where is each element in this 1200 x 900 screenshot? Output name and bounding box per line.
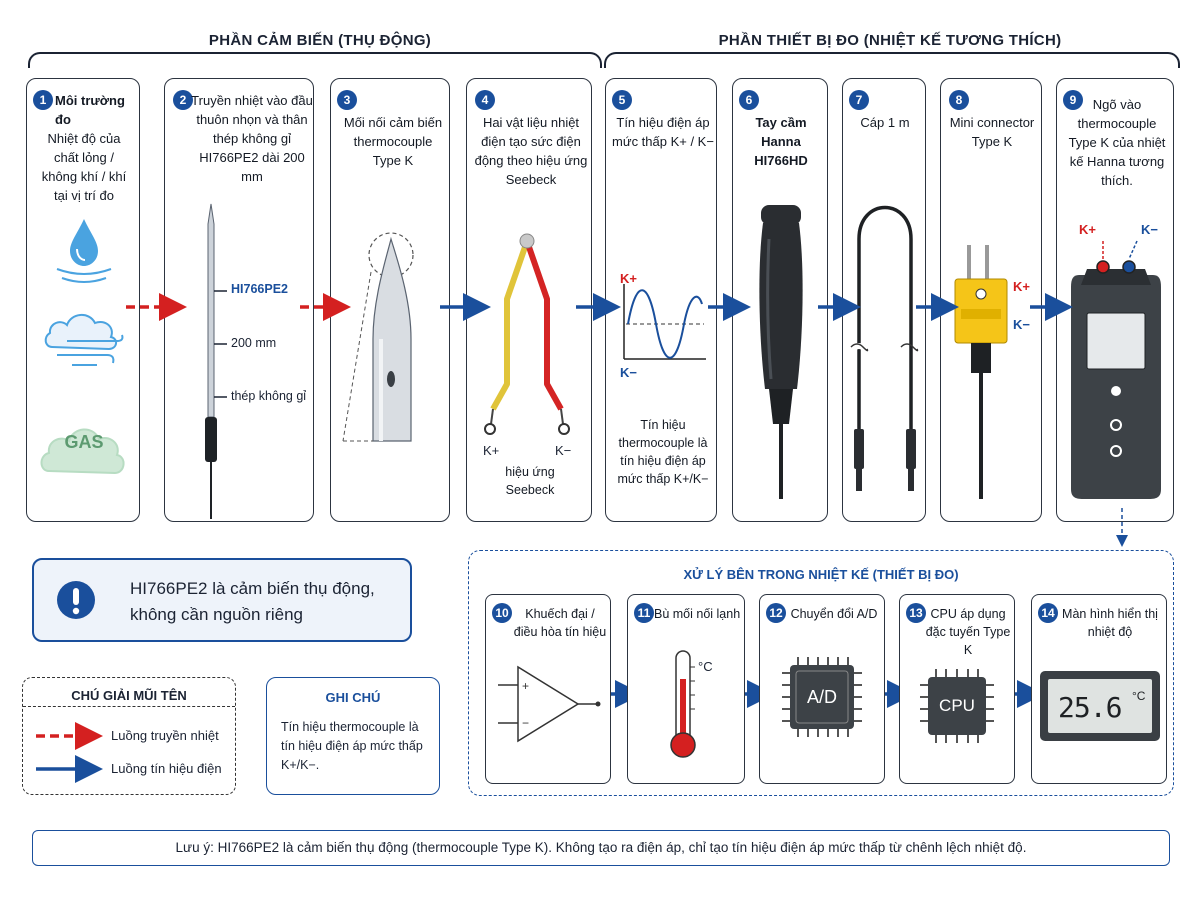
cloud-wind-icon — [44, 314, 124, 366]
water-drop-icon — [56, 219, 112, 283]
k-plus-label: K+ — [1013, 279, 1030, 294]
legend-title: CHÚ GIẢI MŨI TÊN — [71, 688, 187, 703]
passive-note-text: HI766PE2 là cảm biến thụ động, không cần… — [130, 579, 375, 624]
cable-icon — [848, 205, 919, 491]
step-title: Truyền nhiệt vào đầu thuôn nhọn và thân … — [191, 93, 313, 184]
celsius-unit: °C — [1132, 689, 1146, 703]
step-title: Cáp 1 m — [860, 115, 910, 130]
step-title: Tín hiệu điện áp mức thấp K+ / K− — [612, 115, 714, 149]
probe-icon — [205, 203, 227, 519]
step-badge: 7 — [849, 90, 869, 110]
step-badge: 13 — [906, 603, 926, 623]
step-title: Chuyển đổi A/D — [790, 607, 878, 621]
step-1-card: 1 Môi trường đo Nhiệt độ của chất lỏng /… — [26, 78, 140, 522]
mini-connector-icon — [954, 245, 1008, 499]
ghi-chu-text: Tín hiệu thermocouple là tín hiệu điện á… — [281, 720, 423, 772]
sensor-section-brace — [28, 52, 602, 68]
step-badge: 1 — [33, 90, 53, 110]
step-badge: 2 — [173, 90, 193, 110]
footer-note: Lưu ý: HI766PE2 là cảm biến thụ động (th… — [32, 830, 1170, 866]
svg-text:−: − — [522, 716, 529, 730]
step-description: Nhiệt độ của chất lỏng / không khí / khí… — [41, 131, 127, 203]
legend-signal-label: Luồng tín hiệu điện — [111, 761, 222, 776]
processing-section: XỬ LÝ BÊN TRONG NHIỆT KẾ (THIẾT BỊ ĐO) — [468, 550, 1174, 796]
ad-chip-icon — [782, 657, 862, 737]
step-title: Mini connector Type K — [949, 115, 1035, 149]
k-minus-label: K− — [1141, 222, 1158, 237]
thermometer-meter-icon — [1071, 240, 1161, 499]
step-badge: 9 — [1063, 90, 1083, 110]
ghi-chu-box: GHI CHÚ Tín hiệu thermocouple là tín hiệ… — [266, 677, 440, 795]
step-title: Màn hình hiển thị nhiệt độ — [1062, 607, 1158, 639]
step-6-card: 6 Tay cầm Hanna HI766HD — [732, 78, 828, 522]
step-2-card: 2 Truyền nhiệt vào đầu thuôn nhọn và thâ… — [164, 78, 314, 522]
step-title: Khuếch đại / điều hòa tín hiệu — [513, 607, 607, 639]
seebeck-wires-icon — [484, 233, 570, 435]
temperature-reading: 25.6 — [1058, 691, 1122, 724]
step-caption: hiệu ứng Seebeck — [505, 465, 555, 497]
legend-heat-label: Luồng truyền nhiệt — [111, 728, 219, 743]
step-title: CPU áp dụng đặc tuyến Type K — [925, 607, 1011, 657]
chip-label: CPU — [939, 696, 975, 715]
step-badge: 3 — [337, 90, 357, 110]
step-13-card: 13 CPU áp dụng đặc tuyến Type K CPU — [899, 594, 1015, 784]
step-9-card: 9 Ngõ vào thermocouple Type K của nhiệt … — [1056, 78, 1174, 522]
thermometer-icon — [670, 650, 696, 758]
step-badge: 11 — [634, 603, 654, 623]
lcd-screen: 25.6 °C — [1048, 679, 1152, 733]
step-14-card: 14 Màn hình hiển thị nhiệt độ 25.6 °C — [1031, 594, 1167, 784]
ghi-chu-title: GHI CHÚ — [325, 690, 381, 705]
cpu-chip-icon — [920, 669, 994, 743]
step-badge: 12 — [766, 603, 786, 623]
k-plus-label: K+ — [483, 443, 500, 458]
probe-material-label: thép không gỉ — [231, 389, 307, 403]
environment-icons — [40, 219, 125, 475]
step-title: Môi trường đo — [55, 93, 125, 127]
step-badge: 14 — [1038, 603, 1058, 623]
k-minus-label: K− — [555, 443, 572, 458]
step-10-card: 10 Khuếch đại / điều hòa tín hiệu + − — [485, 594, 611, 784]
exclamation-icon — [57, 581, 95, 619]
chip-label: A/D — [806, 687, 837, 707]
step-11-card: 11 Bù mối nối lạnh °C — [627, 594, 745, 784]
step-12-card: 12 Chuyển đổi A/D A/D — [759, 594, 885, 784]
celsius-unit: °C — [698, 659, 713, 674]
step-badge: 5 — [612, 90, 632, 110]
k-plus-label: K+ — [620, 271, 637, 286]
k-minus-label: K− — [620, 365, 637, 380]
processing-title: XỬ LÝ BÊN TRONG NHIỆT KẾ (THIẾT BỊ ĐO) — [683, 567, 959, 582]
step-badge: 10 — [492, 603, 512, 623]
device-section-title: PHẦN THIẾT BỊ ĐO (NHIỆT KẾ TƯƠNG THÍCH) — [718, 32, 1062, 49]
voltage-signal-icon — [623, 284, 706, 360]
step-title: Ngõ vào thermocouple Type K của nhiệt kế… — [1068, 97, 1166, 188]
step-title: Tay cầm Hanna HI766HD — [754, 115, 808, 168]
gas-label: GAS — [64, 432, 104, 452]
step-badge: 6 — [739, 90, 759, 110]
junction-tip-icon — [342, 232, 414, 442]
display-bezel: 25.6 °C — [1040, 671, 1160, 741]
passive-sensor-note: HI766PE2 là cảm biến thụ động, không cần… — [32, 558, 412, 642]
svg-text:+: + — [522, 679, 529, 693]
step-7-card: 7 Cáp 1 m — [842, 78, 926, 522]
gas-cloud-icon — [40, 428, 125, 475]
k-plus-label: K+ — [1079, 222, 1096, 237]
arrow-legend: CHÚ GIẢI MŨI TÊN Luồng truyền nhiệt Luồn… — [22, 677, 236, 795]
amplifier-icon: + − — [498, 665, 601, 743]
probe-length-label: 200 mm — [231, 336, 277, 350]
footer-text: Lưu ý: HI766PE2 là cảm biến thụ động (th… — [175, 840, 1027, 855]
step-badge: 4 — [475, 90, 495, 110]
step-badge: 8 — [949, 90, 969, 110]
step-title: Hai vật liệu nhiệt điện tạo sức điện độn… — [474, 115, 588, 187]
sensor-section-title: PHẦN CẢM BIẾN (THỤ ĐỘNG) — [208, 32, 432, 49]
step-title: Mối nối cảm biến thermocouple Type K — [343, 115, 443, 168]
device-section-brace — [604, 52, 1180, 68]
handle-icon — [759, 205, 803, 499]
probe-model-label: HI766PE2 — [231, 282, 288, 296]
k-minus-label: K− — [1013, 317, 1030, 332]
legend-divider — [23, 706, 235, 707]
step-caption: Tín hiệu thermocouple là tín hiệu điện á… — [617, 418, 709, 486]
step-title: Bù mối nối lạnh — [654, 607, 741, 621]
